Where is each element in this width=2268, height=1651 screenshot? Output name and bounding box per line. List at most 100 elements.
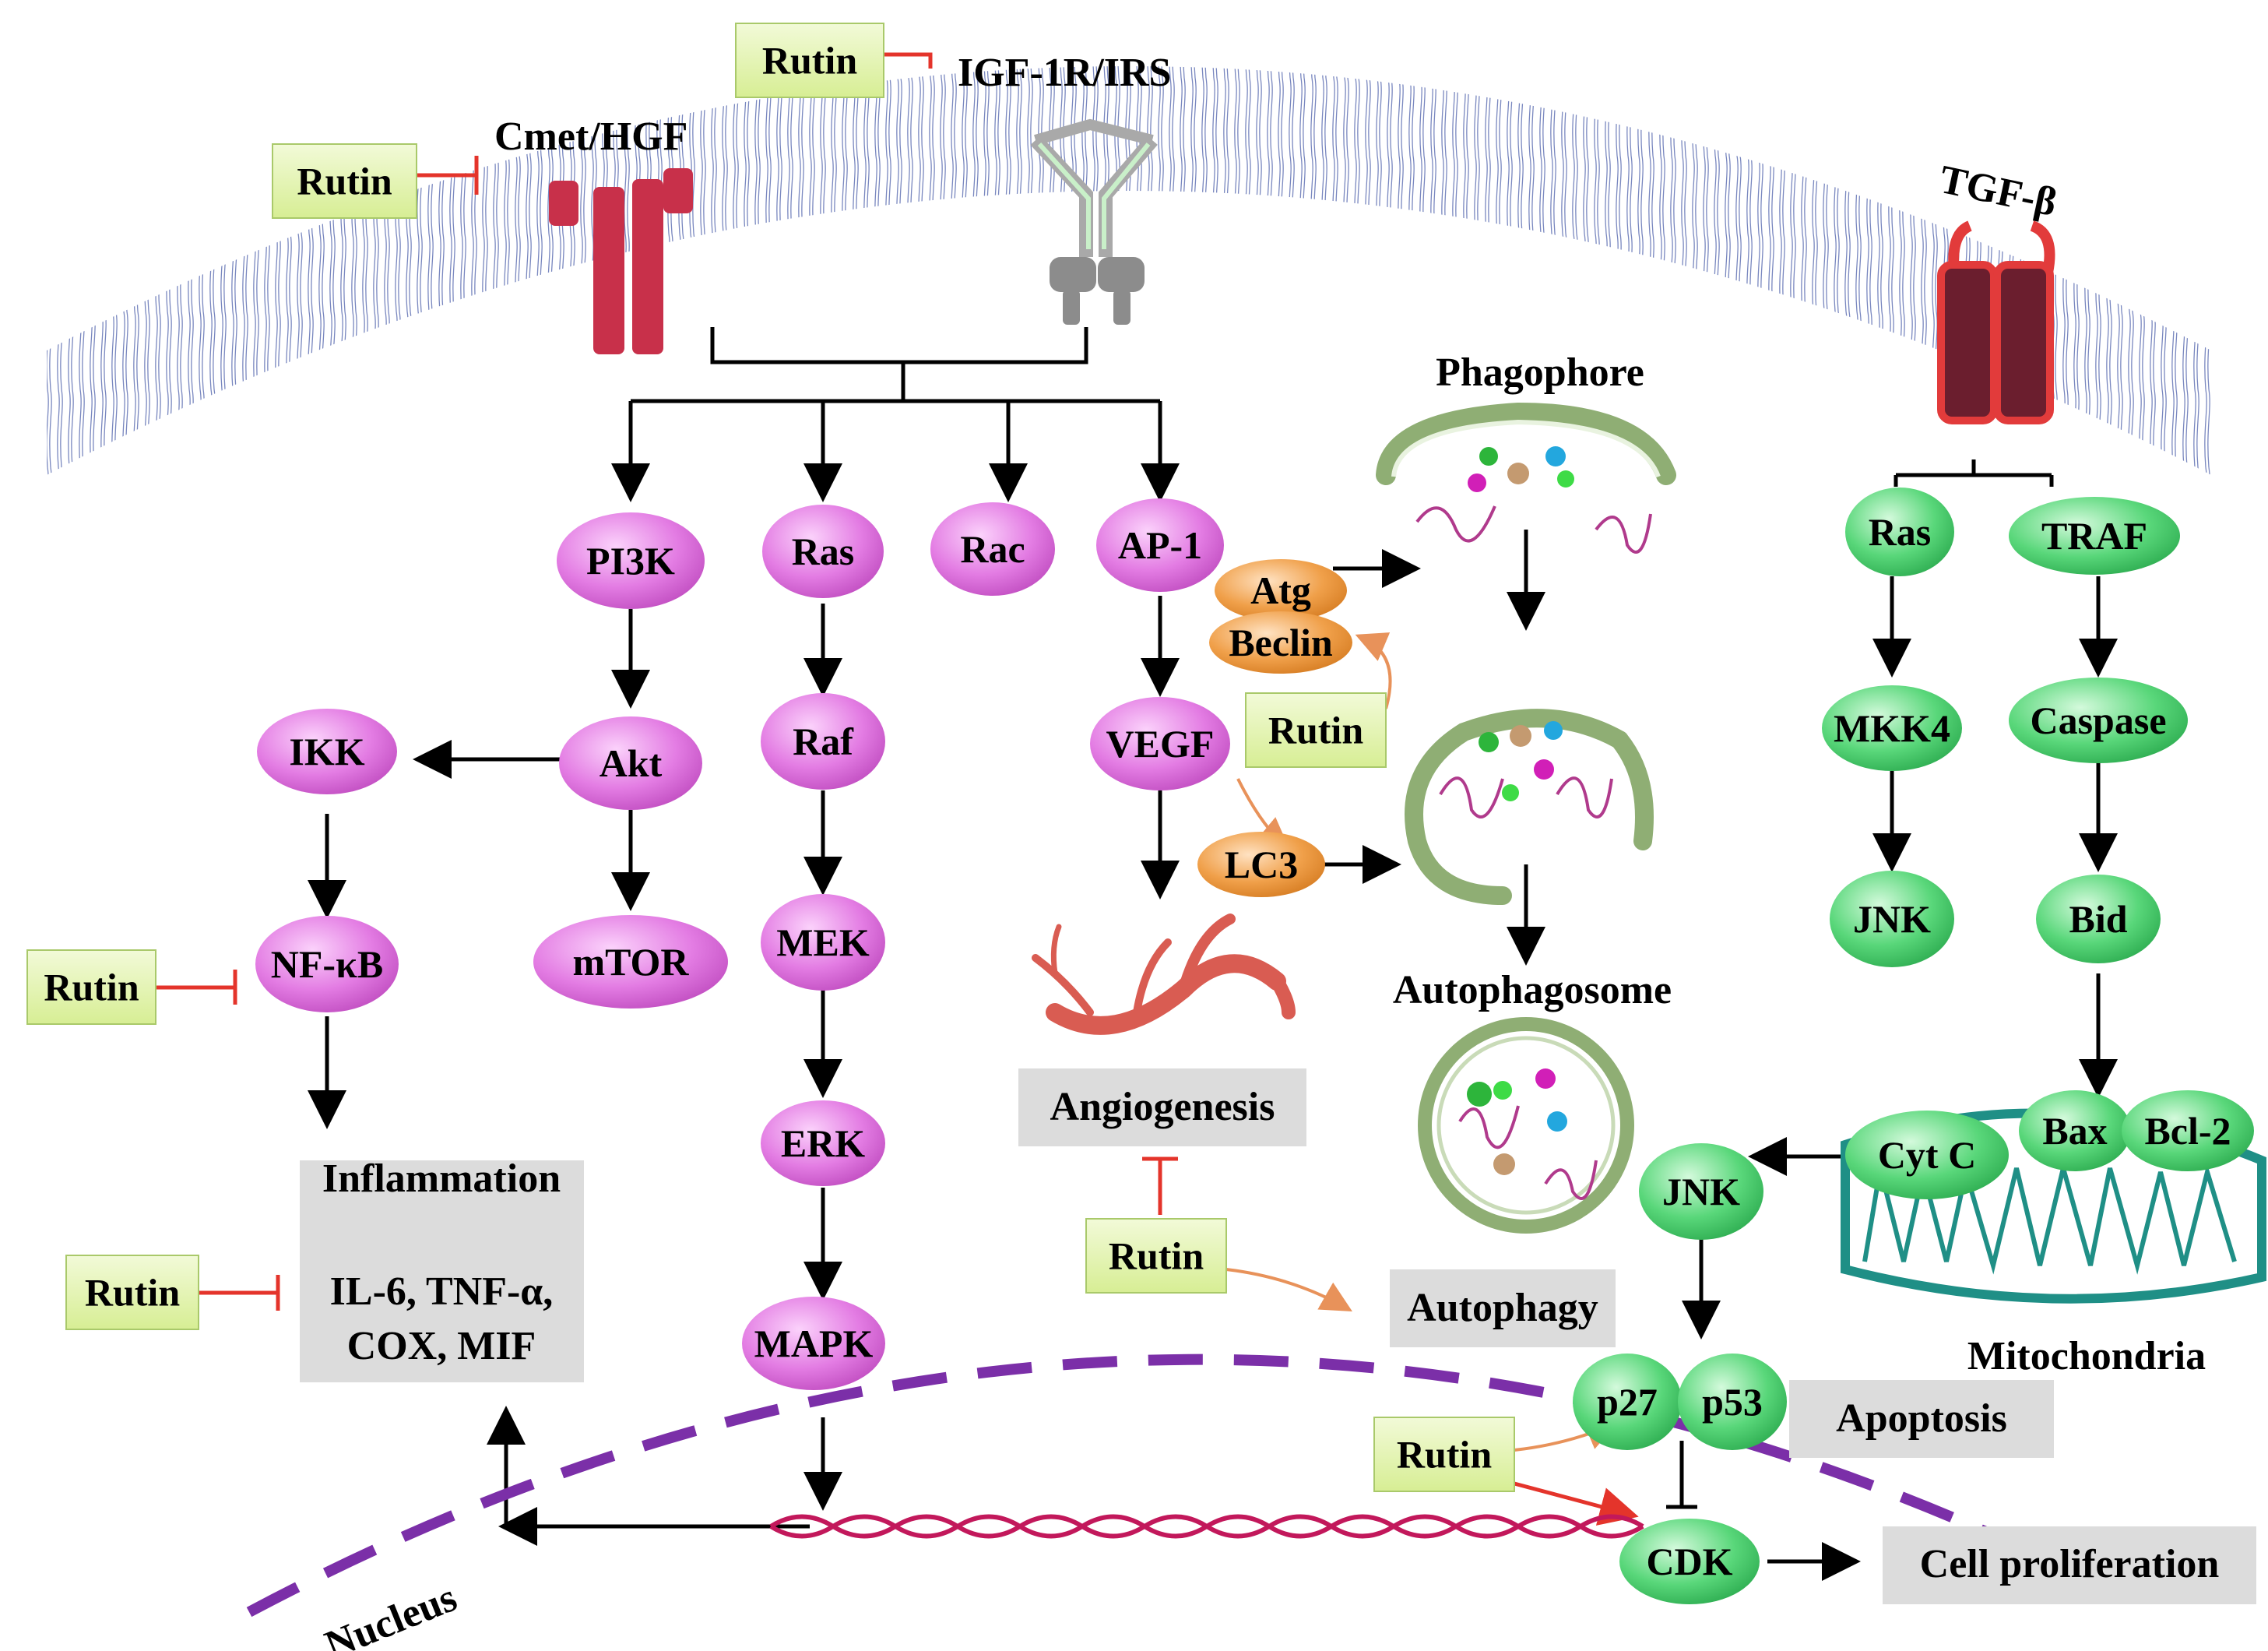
- node-mtor: mTOR: [533, 915, 728, 1009]
- igf-1r-irs-label: IGF-1R/IRS: [958, 51, 1171, 95]
- rutin-box-autophagy-upper: Rutin: [1245, 692, 1387, 768]
- node-label: p27: [1597, 1380, 1658, 1424]
- node-label: MEK: [776, 921, 870, 964]
- node-rac: Rac: [930, 502, 1055, 596]
- node-label: VEGF: [1106, 722, 1215, 766]
- node-label: Bax: [2042, 1109, 2107, 1153]
- node-label: Raf: [793, 720, 854, 763]
- angiogenesis-box: [1018, 1068, 1306, 1146]
- node-label: Caspase: [2030, 699, 2166, 742]
- node-label: JNK: [1853, 897, 1931, 941]
- inflammation-mediators-line1: IL-6, TNF-α,: [330, 1269, 554, 1314]
- inflammation-mediators-line2: COX, MIF: [347, 1324, 536, 1368]
- node-jnk-m: JNK: [1639, 1143, 1763, 1240]
- phagophore-label: Phagophore: [1436, 350, 1644, 395]
- node-ras-r: Ras: [1845, 488, 1954, 576]
- inflammation-title: Inflammation: [322, 1156, 561, 1201]
- rutin-box-nfkb: Rutin: [26, 949, 156, 1025]
- rutin-label: Rutin: [762, 39, 857, 83]
- autophagosome-label: Autophagosome: [1393, 968, 1672, 1012]
- rutin-box-apoptosis: Rutin: [1373, 1417, 1515, 1492]
- cell-proliferation-label: Cell proliferation: [1920, 1542, 2220, 1586]
- nucleus-label: Nucleus: [319, 1575, 463, 1651]
- apoptosis-box: [1789, 1380, 2054, 1458]
- mitochondria-label: Mitochondria: [1967, 1334, 2206, 1378]
- node-p53: p53: [1678, 1354, 1787, 1450]
- node-traf: TRAF: [2009, 497, 2180, 575]
- rutin-label: Rutin: [85, 1271, 180, 1315]
- node-lc3: LC3: [1197, 832, 1325, 897]
- cell-membrane: [47, 66, 2211, 475]
- node-atg: Atg: [1215, 559, 1347, 621]
- node-ras: Ras: [762, 505, 884, 598]
- tgf-beta-label: TGF-β: [1936, 157, 2060, 225]
- rutin-box-angiogenesis: Rutin: [1085, 1218, 1227, 1294]
- node-label: Atg: [1250, 569, 1311, 612]
- rutin-box-igf: Rutin: [735, 23, 884, 98]
- rutin-label: Rutin: [1397, 1433, 1492, 1477]
- autophagosome-icon: [1418, 1017, 1634, 1234]
- node-caspase: Caspase: [2009, 678, 2188, 763]
- node-cdk: CDK: [1619, 1519, 1760, 1604]
- cell-proliferation-box: [1883, 1526, 2256, 1604]
- igf-receptor-icon: [1030, 118, 1158, 325]
- node-label: Bid: [2069, 897, 2127, 941]
- node-raf: Raf: [761, 693, 885, 790]
- node-label: Bcl-2: [2144, 1109, 2231, 1153]
- rutin-box-inflammation: Rutin: [65, 1255, 199, 1330]
- node-erk: ERK: [761, 1100, 885, 1186]
- node-ikk: IKK: [257, 709, 397, 794]
- node-bid: Bid: [2036, 875, 2161, 963]
- autophagy-box: [1390, 1269, 1616, 1347]
- node-p27: p27: [1573, 1354, 1682, 1450]
- cmet-hgf-label: Cmet/HGF: [494, 114, 687, 159]
- node-beclin: Beclin: [1209, 611, 1352, 674]
- node-label: Ras: [792, 530, 855, 573]
- node-jnk-r: JNK: [1830, 871, 1954, 967]
- node-label: p53: [1702, 1380, 1763, 1424]
- rutin-label: Rutin: [44, 966, 139, 1009]
- rutin-label: Rutin: [1268, 709, 1363, 752]
- node-mapk: MAPK: [742, 1297, 885, 1390]
- node-label: PI3K: [586, 539, 675, 583]
- node-label: AP-1: [1118, 523, 1202, 567]
- node-ap1: AP-1: [1096, 498, 1224, 592]
- autophagy-label: Autophagy: [1407, 1286, 1598, 1330]
- node-akt: Akt: [559, 716, 702, 810]
- tgf-beta-receptor-icon: [1937, 220, 2055, 424]
- node-label: Cyt C: [1878, 1133, 1976, 1177]
- rutin-label: Rutin: [1109, 1234, 1204, 1278]
- phagophore-icon: [1376, 402, 1676, 554]
- node-cytc: Cyt C: [1845, 1111, 2009, 1199]
- nuclear-envelope: [246, 1354, 2011, 1618]
- forming-autophagosome-icon: [1405, 709, 1654, 905]
- node-label: Ras: [1869, 510, 1932, 554]
- node-label: Rac: [960, 527, 1025, 571]
- dna-helix-icon: [769, 1514, 1644, 1539]
- cmet-receptor-icon: [549, 168, 693, 354]
- node-bax: Bax: [2019, 1090, 2131, 1171]
- pathway-arrows: [308, 327, 2118, 1581]
- apoptosis-label: Apoptosis: [1836, 1396, 2007, 1441]
- node-label: MKK4: [1834, 706, 1950, 750]
- node-label: mTOR: [572, 940, 689, 984]
- node-label: JNK: [1662, 1170, 1740, 1213]
- node-label: TRAF: [2041, 514, 2147, 558]
- rutin-label: Rutin: [297, 160, 392, 203]
- blood-vessel-icon: [1032, 914, 1296, 1035]
- node-label: Akt: [600, 741, 663, 785]
- node-mkk4: MKK4: [1822, 685, 1962, 771]
- node-vegf: VEGF: [1090, 697, 1230, 790]
- node-bcl2: Bcl-2: [2122, 1090, 2254, 1171]
- node-label: LC3: [1225, 843, 1298, 886]
- node-label: IKK: [289, 730, 364, 773]
- node-nfkb: NF-κB: [255, 916, 399, 1012]
- inflammation-box: [300, 1160, 584, 1382]
- node-mek: MEK: [761, 894, 885, 991]
- node-label: ERK: [781, 1121, 865, 1165]
- node-label: CDK: [1646, 1540, 1732, 1583]
- node-pi3k: PI3K: [557, 512, 705, 609]
